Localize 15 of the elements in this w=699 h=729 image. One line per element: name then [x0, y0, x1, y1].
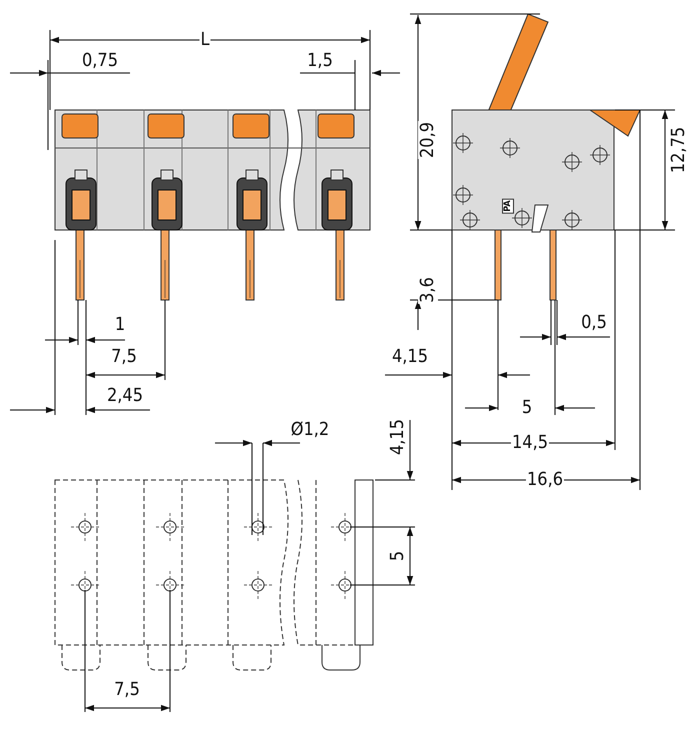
- dimension-label: 7,5: [110, 347, 138, 367]
- dimension-label: 20,9: [418, 120, 438, 160]
- dimension-label: 2,45: [106, 386, 144, 406]
- dimension-label: 3,6: [418, 276, 438, 304]
- dimension-label: 4,15: [388, 418, 408, 456]
- dimension-label: 0,75: [80, 51, 120, 71]
- material-marking: PA: [502, 198, 514, 214]
- dimension-label: 12,75: [669, 126, 689, 174]
- dimension-label: 14,5: [510, 433, 550, 453]
- dimension-label: 16,6: [526, 470, 564, 490]
- dimension-label: Ø1,2: [290, 420, 330, 440]
- dimension-label: 7,5: [113, 680, 141, 700]
- dimension-label: 4,15: [390, 347, 430, 367]
- dimension-label: 0,5: [580, 313, 608, 333]
- dimension-label: 1,5: [306, 51, 334, 71]
